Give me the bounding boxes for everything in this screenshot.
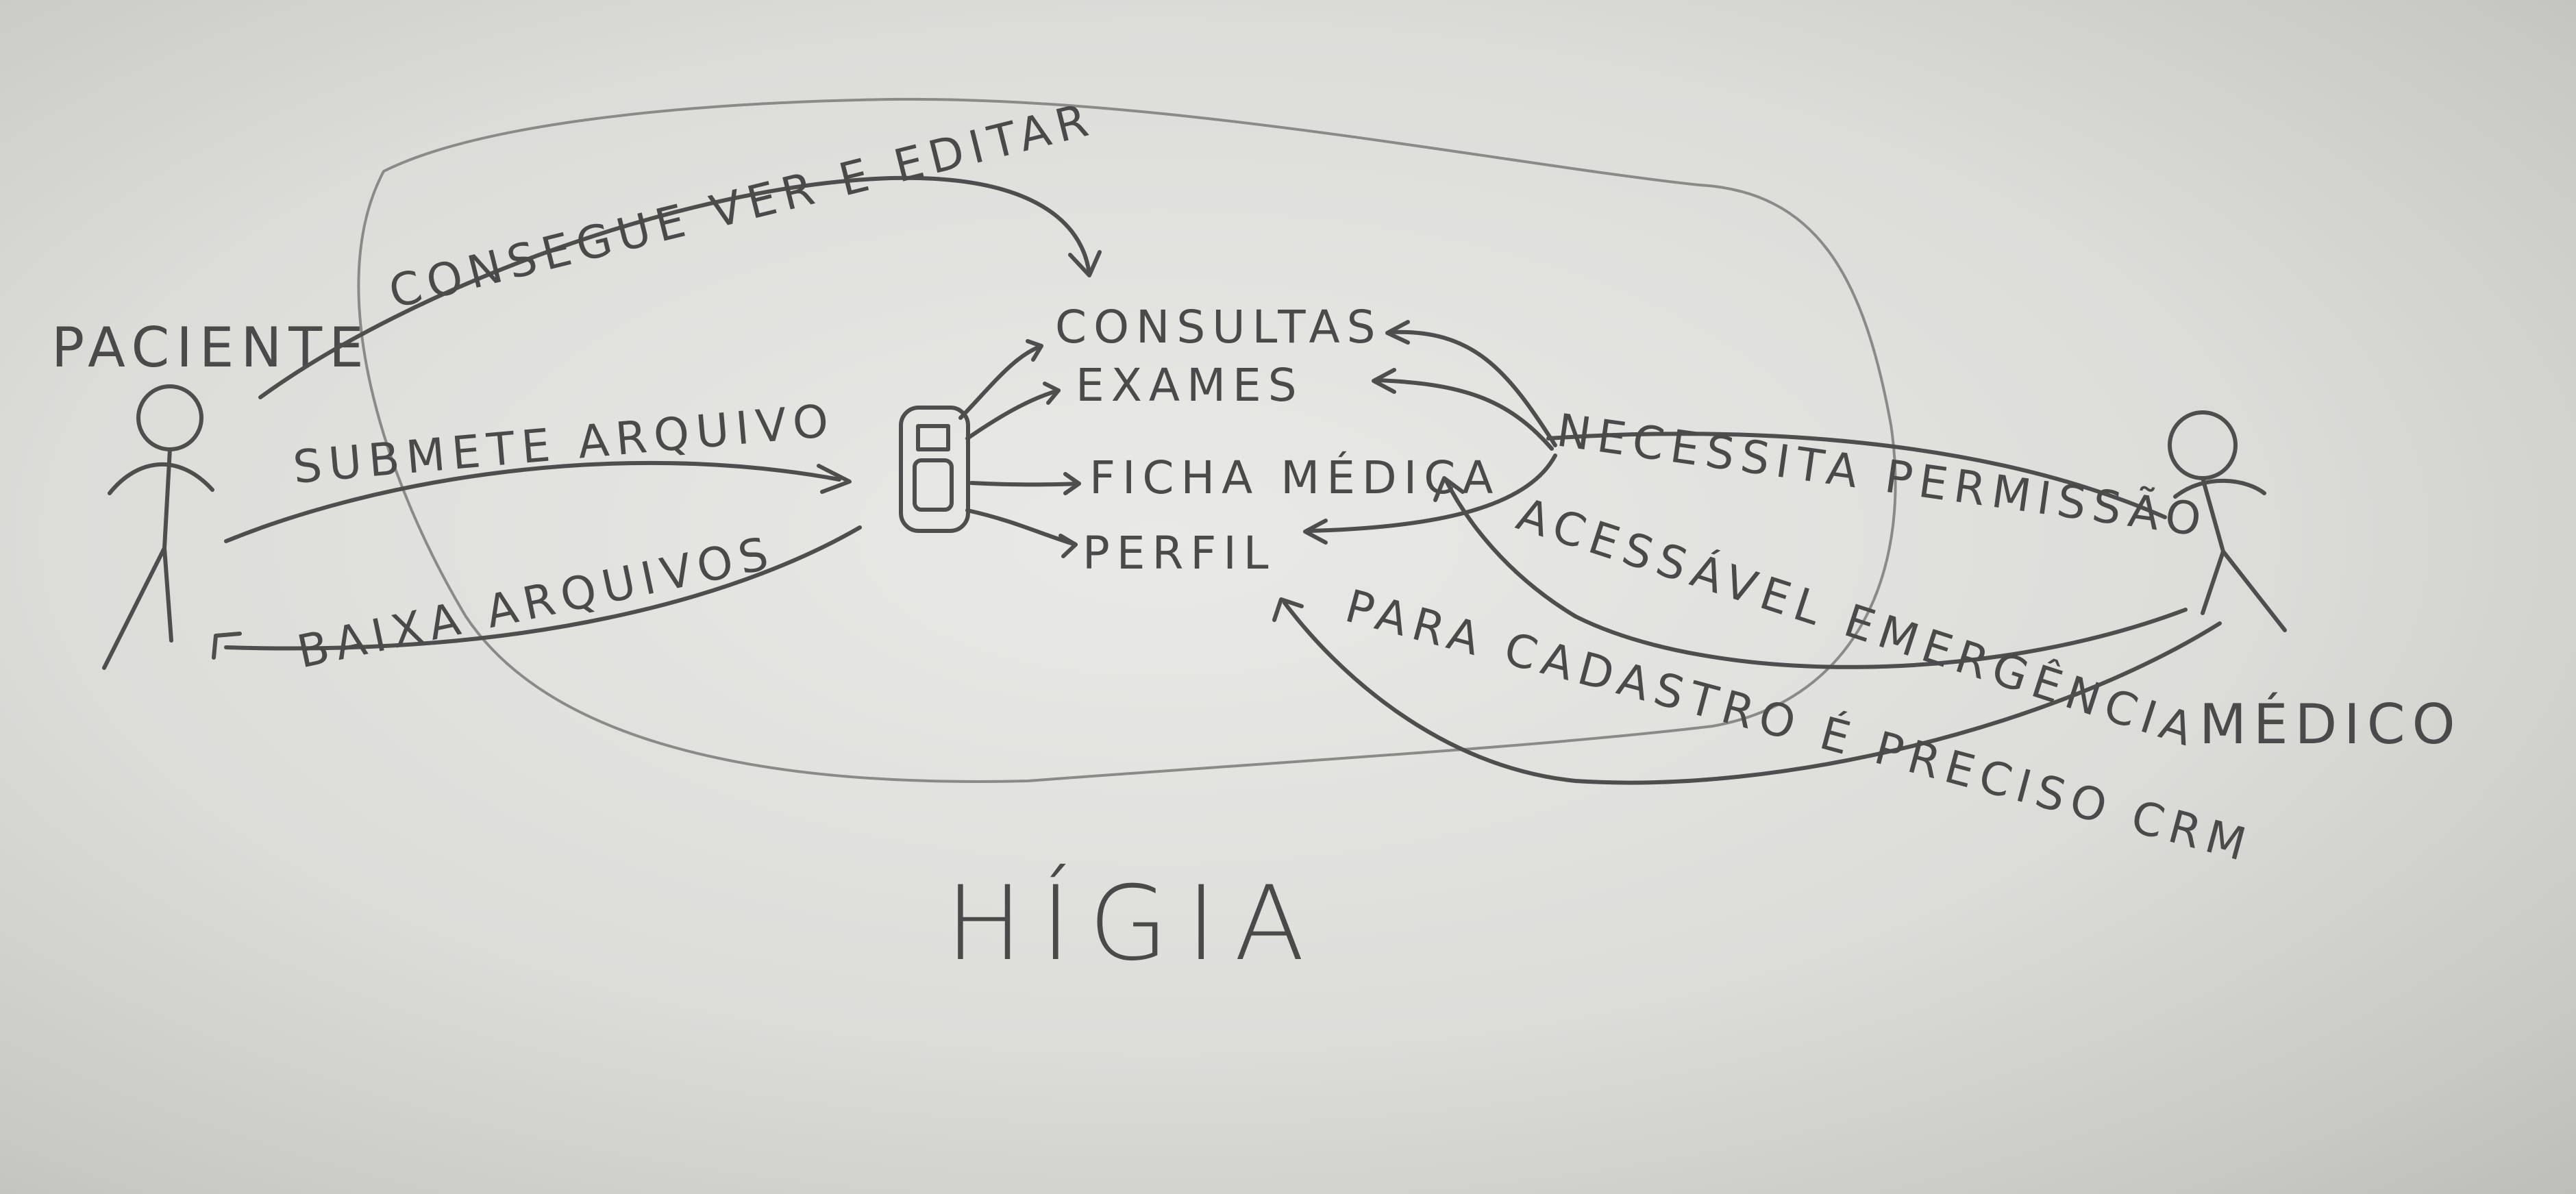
medico-stick-figure xyxy=(2168,410,2287,632)
submete-curve xyxy=(224,460,841,543)
submete-label: SUBMETE ARQUIVO xyxy=(291,394,837,494)
phone-to-features-arrows xyxy=(958,339,1081,558)
permissao-branch-consultas xyxy=(1389,329,1557,447)
permissao-branch-exames xyxy=(1375,378,1554,451)
ver-editar-arrowhead xyxy=(1068,250,1102,277)
feature-ficha-medica: FICHA MÉDICA xyxy=(1089,451,1500,504)
emergencia-curve xyxy=(1444,477,2188,669)
feature-consultas: CONSULTAS xyxy=(1055,301,1383,353)
system-boundary xyxy=(357,97,1897,783)
baixa-label: BAIXA ARQUIVOS xyxy=(293,526,779,679)
feature-perfil: PERFIL xyxy=(1082,527,1276,580)
medico-label: MÉDICO xyxy=(2199,692,2462,756)
smartphone-icon xyxy=(899,406,970,533)
permissao-branch-perfil xyxy=(1306,453,1557,533)
system-title: HÍGIA xyxy=(945,864,1322,984)
submete-arrowhead xyxy=(817,464,852,494)
ver-editar-label: CONSEGUE VER E EDITAR xyxy=(384,92,1100,319)
baixa-curve xyxy=(224,525,862,651)
paciente-stick-figure xyxy=(102,384,214,670)
ver-editar-curve xyxy=(258,175,1091,399)
feature-exames: EXAMES xyxy=(1076,359,1304,412)
cadastro-arrowhead xyxy=(1272,597,1304,622)
emergencia-arrowhead xyxy=(1433,476,1465,502)
paciente-label: PACIENTE xyxy=(51,316,371,380)
permissao-curve xyxy=(1546,432,2167,519)
baixa-arrowhead xyxy=(212,632,242,660)
cadastro-curve xyxy=(1283,601,2222,785)
permissao-label: NECESSITA PERMISSÃO xyxy=(1554,404,2212,548)
